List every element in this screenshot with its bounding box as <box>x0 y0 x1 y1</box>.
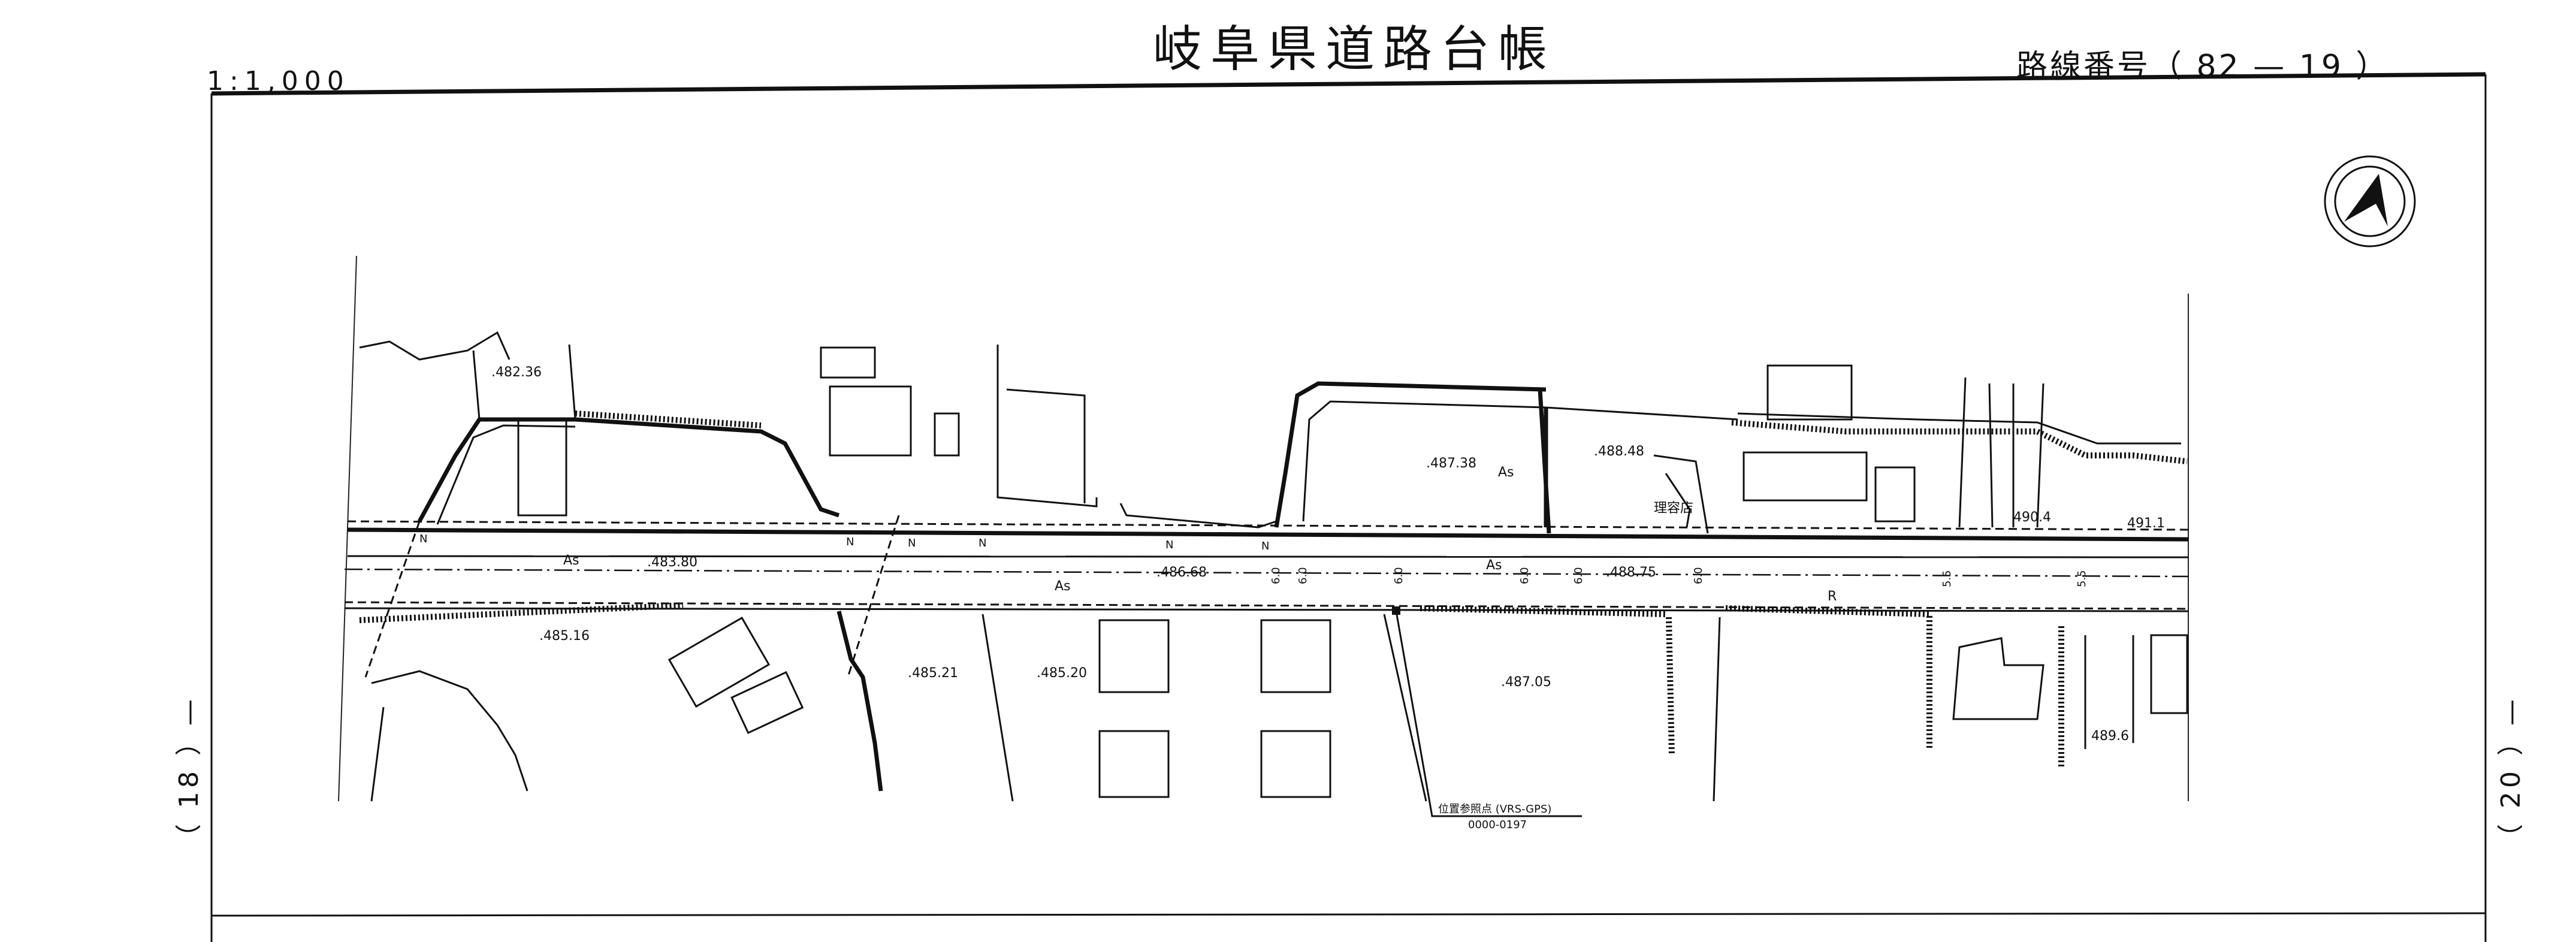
elevation-label: .488.75 <box>1606 565 1656 580</box>
elevation-label: 490.4 <box>2013 510 2051 525</box>
surface-label: R <box>1828 589 1837 604</box>
reference-point-label: 位置参照点 (VRS-GPS) <box>1438 803 1551 816</box>
surface-label: As <box>1498 465 1514 480</box>
shop-label: 理容店 <box>1654 501 1693 516</box>
sheet-title: 岐阜県道路台帳 <box>1153 21 1556 78</box>
n-label: N <box>846 536 854 548</box>
width-label: 5.5 <box>1941 570 1953 587</box>
elevation-label: .483.80 <box>647 555 697 570</box>
elevation-label: .488.48 <box>1594 444 1644 459</box>
n-label: N <box>419 533 427 545</box>
width-label: 6.0 <box>1692 567 1705 584</box>
n-label: N <box>979 537 986 550</box>
road-width-labels: 6.0 6.0 6.0 6.0 6.0 6.0 5.5 5.5 <box>1270 567 2088 587</box>
surface-labels: As As As As R 理容店 <box>563 465 1837 604</box>
surface-label: As <box>1055 579 1071 594</box>
width-label: 6.0 <box>1297 567 1309 584</box>
adjacent-sheet-right: （ 20 ）— <box>2496 696 2526 850</box>
adjacent-sheet-left: （ 18 ）— <box>174 696 204 850</box>
surface-label: As <box>563 553 579 568</box>
n-label: N <box>908 537 916 550</box>
width-label: 6.0 <box>1270 567 1282 584</box>
width-label: 6.0 <box>1518 567 1531 584</box>
road-prefectural-82 <box>344 515 2189 678</box>
elevation-label: 491.1 <box>2127 516 2165 531</box>
n-label: N <box>1165 539 1173 551</box>
reference-point-code: 0000-0197 <box>1468 819 1527 831</box>
north-arrow-icon <box>2324 155 2416 247</box>
n-label: N <box>1261 540 1269 552</box>
elevation-label: .485.21 <box>908 666 958 681</box>
surface-label: As <box>1486 558 1502 573</box>
n-labels: N N N N N N <box>419 533 1269 552</box>
map-drawing <box>338 255 2189 817</box>
elevation-label: .487.05 <box>1501 675 1551 690</box>
elevation-label: .482.36 <box>491 365 542 380</box>
elevation-label: .486.68 <box>1156 565 1207 580</box>
elevation-label: .485.16 <box>539 629 590 644</box>
width-label: 6.0 <box>1572 567 1585 584</box>
width-label: 5.5 <box>2076 570 2088 587</box>
elevation-label: .487.38 <box>1426 456 1476 471</box>
width-label: 6.0 <box>1393 567 1405 584</box>
sheet-frame <box>210 72 2487 942</box>
elevation-label: .485.20 <box>1037 666 1087 681</box>
elevation-labels: .482.36 .483.80 .486.68 .487.38 .488.48 … <box>491 365 2165 744</box>
elevation-label: 489.6 <box>2091 729 2129 744</box>
